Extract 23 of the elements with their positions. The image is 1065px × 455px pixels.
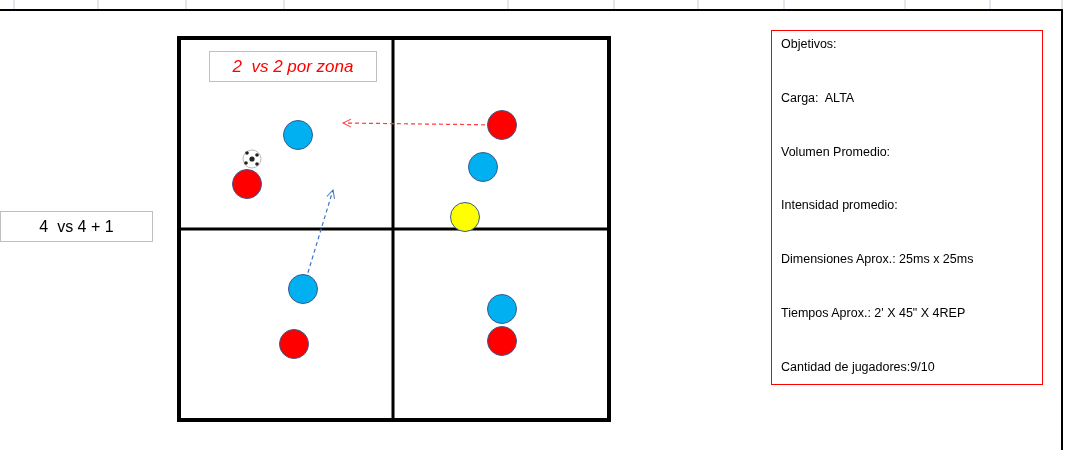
info-text: Intensidad promedio: bbox=[781, 198, 898, 213]
player-marker bbox=[288, 274, 318, 304]
player-marker bbox=[468, 152, 498, 182]
movement-arrow bbox=[307, 189, 335, 274]
player-marker bbox=[487, 326, 517, 356]
drill-label: 4 vs 4 + 1 bbox=[39, 217, 114, 236]
player-marker bbox=[279, 329, 309, 359]
movement-arrow bbox=[342, 118, 486, 128]
player-marker bbox=[487, 294, 517, 324]
info-text: Objetivos: bbox=[781, 37, 837, 51]
info-text: Tiempos Aprox.: 2' X 45" X 4REP bbox=[781, 306, 966, 320]
player-marker bbox=[232, 169, 262, 199]
title-box bbox=[209, 51, 377, 82]
player-marker bbox=[450, 202, 480, 232]
player-marker bbox=[487, 110, 517, 140]
drill-title: 2 vs 2 por zona bbox=[232, 56, 354, 77]
info-text: Volumen Promedio: bbox=[781, 144, 891, 159]
info-panel bbox=[771, 30, 1043, 385]
player-marker bbox=[283, 120, 313, 150]
info-text: Dimensiones Aprox.: 25ms x 25ms bbox=[781, 252, 974, 267]
label-box bbox=[0, 211, 153, 242]
info-text: Carga: ALTA bbox=[781, 90, 855, 105]
info-text: Cantidad de jugadores:9/10 bbox=[781, 359, 935, 374]
